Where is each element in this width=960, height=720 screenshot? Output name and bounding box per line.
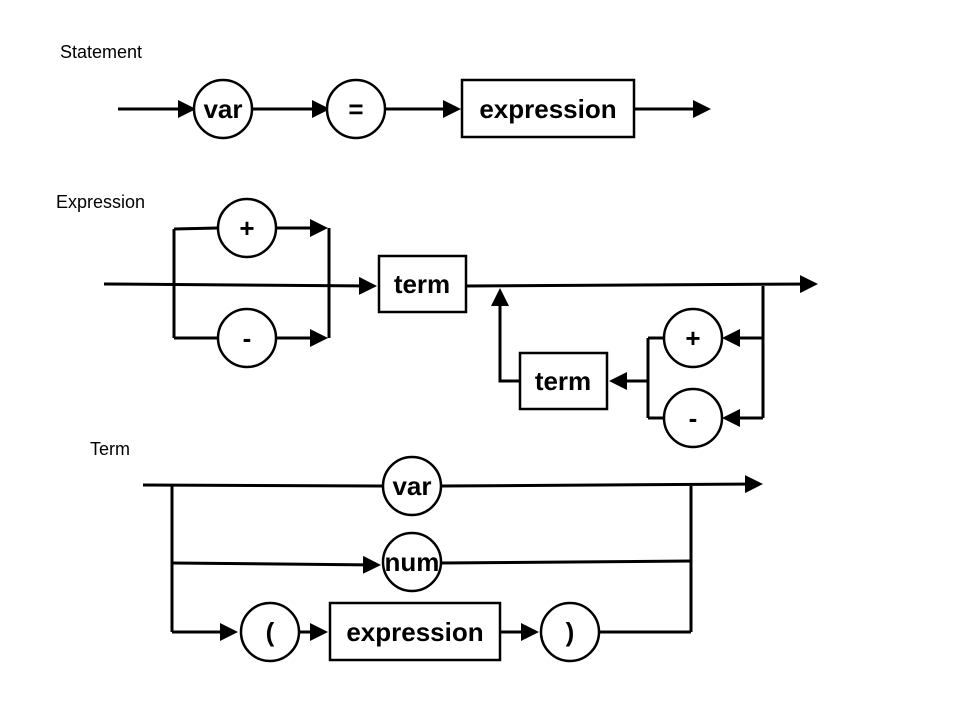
loop-plus-node [662, 307, 724, 369]
minus-sign-label: - [243, 323, 252, 353]
from-num-line [440, 559, 692, 565]
statement-equals-label: = [348, 94, 363, 124]
term-rparen-label: ) [566, 617, 575, 647]
statement-equals-node [325, 78, 387, 140]
to-plus-sign-line [173, 226, 219, 231]
term-entry-line [142, 483, 384, 488]
plus-sign-label: + [239, 213, 254, 243]
term-lparen-node [239, 601, 301, 663]
expression-entry-arrow [103, 276, 377, 295]
statement-diagram: Statement var = expression [60, 42, 711, 140]
statement-section-title: Statement [60, 42, 142, 62]
term-var-label: var [392, 471, 431, 501]
loop-plus-label: + [685, 323, 700, 353]
expression-term-box [377, 254, 468, 314]
term-num-node [381, 531, 443, 593]
loop-term-box [518, 351, 609, 411]
loop-term-label: term [535, 366, 591, 396]
term-section-title: Term [90, 439, 130, 459]
loop-minus-node [662, 387, 724, 449]
statement-expression-label: expression [479, 94, 616, 124]
term-num-label: num [385, 547, 440, 577]
term-expression-box [328, 601, 502, 662]
term-lparen-label: ( [266, 617, 275, 647]
expression-section-title: Expression [56, 192, 145, 212]
statement-var-node [192, 78, 254, 140]
term-exit-arrow [440, 475, 763, 494]
minus-sign-node [216, 307, 278, 369]
to-num-arrow [171, 555, 381, 574]
expression-diagram: Expression + - term + - term [56, 192, 818, 449]
expression-term-label: term [394, 269, 450, 299]
expression-exit-arrow [465, 275, 818, 294]
loop-minus-label: - [689, 403, 698, 433]
term-var-node [381, 455, 443, 517]
term-rparen-node [539, 601, 601, 663]
term-diagram: Term var num ( expression ) [90, 439, 763, 663]
term-expression-label: expression [346, 617, 483, 647]
statement-var-label: var [203, 94, 242, 124]
statement-expression-box [460, 78, 636, 139]
plus-sign-node [216, 197, 278, 259]
loop-return-arrow [491, 288, 520, 383]
